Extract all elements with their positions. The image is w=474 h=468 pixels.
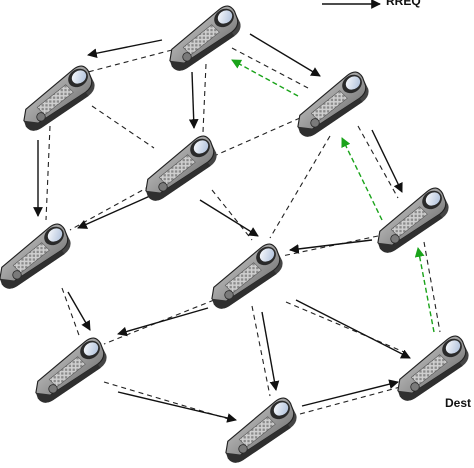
phone-node-destination [397,334,470,402]
route-n9-n5 [414,247,435,333]
link-n1-n2 [87,49,173,73]
link-n2-n4 [91,105,155,149]
link-n3-n7 [269,135,331,239]
link-n2-n6 [45,125,51,221]
link-n1-n4 [202,63,207,133]
rreq-n3-n5 [371,129,403,193]
phone-node-lower-left [35,336,108,404]
rreq-n4-n6 [77,195,151,229]
rreq-n5-n7 [289,239,373,254]
link-n6-n8 [61,287,81,339]
phone-nodes [0,4,470,464]
rreq-n1-n2 [87,39,163,59]
phone-node-left [0,222,72,290]
rreq-arrows [33,33,411,423]
phone-node-right [377,186,450,254]
rreq-n8-n10 [117,391,237,423]
phone-node-middle [211,242,284,310]
link-n7-n8 [103,299,215,345]
link-n4-n6 [69,185,151,231]
link-n5-n7 [281,235,379,257]
link-n10-n9 [299,385,405,415]
rreq-n4-n7 [199,199,259,237]
route-n3-n1 [231,59,299,97]
route-reply-arrows [231,59,435,333]
phone-node-center [145,134,218,202]
phone-node-bottom [225,396,298,464]
rreq-n6-n8 [67,291,91,331]
destination-label: Dest [445,396,472,410]
phone-node-upper-left [23,64,96,132]
link-n4-n7 [211,189,253,241]
link-n5-n9 [423,241,441,333]
rreq-n10-n9 [301,379,399,407]
link-n7-n10 [251,305,271,397]
route-n5-n3 [341,137,383,221]
link-n3-n4 [213,117,301,157]
rreq-n7-n9 [295,299,411,359]
rreq-n1-n3 [249,33,321,77]
legend-label: RREQ [386,0,421,8]
phone-node-top [169,4,242,72]
link-n3-n5 [357,125,399,199]
rreq-n7-n10 [261,311,280,391]
link-n7-n9 [285,301,405,353]
link-n1-n3 [231,47,309,89]
rreq-n1-n4 [188,71,199,129]
rreq-n7-n8 [117,307,209,337]
